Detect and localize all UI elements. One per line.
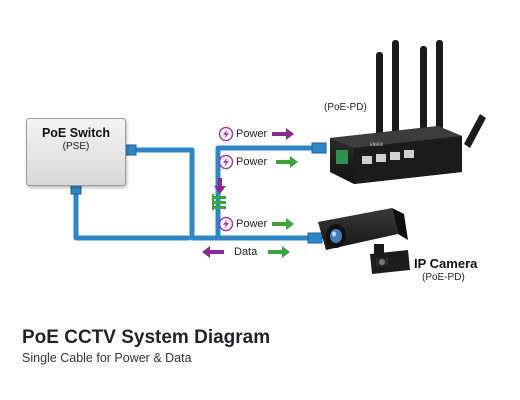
- data-label: Data: [234, 246, 258, 258]
- svg-text:EN900: EN900: [370, 142, 384, 147]
- router-role: (PoE-PD): [324, 102, 367, 113]
- flow-arrows: [202, 128, 298, 258]
- antenna-icon: [376, 40, 486, 148]
- power-arrow-mid: [276, 156, 298, 168]
- switch-name: PoE Switch: [41, 126, 111, 140]
- down-arrow: [214, 178, 226, 194]
- diagram-subtitle: Single Cable for Power & Data: [22, 351, 192, 365]
- camera-device: [318, 208, 410, 274]
- switch-role: (PSE): [62, 141, 90, 152]
- power-arrow-cam: [272, 218, 294, 230]
- data-arrow-in: [202, 246, 224, 258]
- camera-name: IP Camera: [414, 256, 478, 271]
- cable-connectors: [70, 142, 327, 244]
- lightning-icons: [218, 126, 234, 232]
- cables: [73, 145, 319, 241]
- data-arrow-out: [268, 246, 290, 258]
- power-label-mid: Power: [236, 156, 268, 168]
- poe-switch: PoE Switch (PSE): [26, 118, 126, 186]
- router-device: EN900: [330, 40, 486, 184]
- power-label-top: Power: [236, 128, 268, 140]
- camera-role: (PoE-PD): [422, 272, 465, 283]
- diagram-title: PoE CCTV System Diagram: [22, 327, 271, 348]
- cable-switch-to-camera: [73, 189, 191, 241]
- lightning-icon: [218, 216, 234, 232]
- power-arrow-top: [272, 128, 294, 140]
- lightning-icon: [218, 126, 234, 142]
- splitter-icon: [212, 194, 226, 210]
- power-label-cam: Power: [236, 218, 268, 230]
- lightning-icon: [218, 154, 234, 170]
